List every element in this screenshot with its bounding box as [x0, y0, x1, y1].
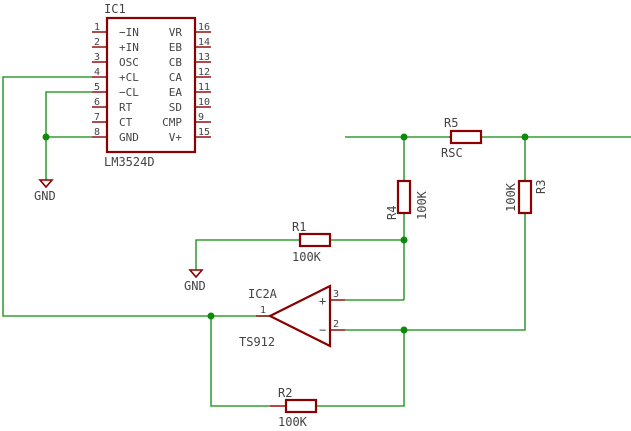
- ic1-pin-number-15: 15: [198, 127, 210, 138]
- junction-dot: [400, 133, 408, 141]
- ic1-pin-number-16: 16: [198, 22, 210, 33]
- ic1-pin-name-8: GND: [119, 131, 139, 144]
- resistor-r3: 100K R3: [504, 179, 548, 215]
- ic1-pin-name-16: VR: [169, 26, 183, 39]
- r5-body: [449, 129, 483, 145]
- ic1-pin-name-9: CMP: [162, 116, 182, 129]
- ic1-pin-number-9: 9: [198, 112, 204, 123]
- ic1-body: [105, 16, 197, 154]
- junction-dot: [207, 312, 215, 320]
- r1-ref: R1: [292, 220, 306, 234]
- ground-icon: [188, 269, 204, 279]
- r1-body: [298, 232, 332, 248]
- ic1-pin-name-4: +CL: [119, 71, 139, 84]
- ic1-pin-name-7: CT: [119, 116, 133, 129]
- ic1-pin-number-4: 4: [94, 67, 100, 78]
- junctions: [42, 133, 529, 334]
- ic1-pin-name-6: RT: [119, 101, 133, 114]
- r5-ref: R5: [444, 116, 458, 130]
- ic1-right-pins: 16 VR 14 EB 13 CB 12 CA 11 EA 10 SD 9 CMP 15 V+: [162, 22, 211, 144]
- ic1-pin-name-12: CA: [169, 71, 183, 84]
- opamp-minus-sign: −: [319, 323, 326, 337]
- ic1-pin-number-11: 11: [198, 82, 210, 93]
- resistor-r2: R2 100K: [270, 386, 318, 429]
- ic1-pin-name-2: +IN: [119, 41, 139, 54]
- gnd-label: GND: [184, 279, 206, 293]
- ic1-pin-number-14: 14: [198, 37, 210, 48]
- r4-value: 100K: [415, 190, 429, 220]
- wire-feedback-left: [210, 316, 270, 407]
- wire-r3-to-minus-node: [404, 213, 526, 331]
- ic1-pin-number-10: 10: [198, 97, 210, 108]
- ic1-pin-number-1: 1: [94, 22, 100, 33]
- junction-dot: [521, 133, 529, 141]
- r2-value: 100K: [278, 415, 308, 429]
- junction-dot: [42, 133, 50, 141]
- gnd-symbol-left: GND: [34, 179, 56, 203]
- opamp-pin-1: 1: [260, 305, 266, 316]
- opamp-plus-sign: +: [319, 294, 326, 308]
- gnd-symbol-r1: GND: [184, 269, 206, 293]
- ic1-pin-name-13: CB: [169, 56, 183, 69]
- opamp-triangle: [267, 284, 332, 348]
- ground-icon: [38, 179, 54, 189]
- junction-dot: [400, 326, 408, 334]
- r5-value: RSC: [441, 146, 463, 160]
- ic1-pin-number-7: 7: [94, 112, 100, 123]
- ic1-pin-number-6: 6: [94, 97, 100, 108]
- opamp-pin-2: 2: [333, 319, 339, 330]
- wire-r1-to-gnd: [195, 239, 300, 270]
- ic1-left-pins: 1 −IN 2 +IN 3 OSC 4 +CL 5 −CL 6 RT 7 CT 8 GND: [92, 22, 139, 144]
- ic1-pin-number-12: 12: [198, 67, 210, 78]
- ic1-pin-name-15: V+: [169, 131, 183, 144]
- r2-body: [284, 398, 318, 414]
- ic1-value: LM3524D: [104, 155, 155, 169]
- ic1-lm3524d: IC1 LM3524D 1 −IN 2 +IN 3 OSC 4 +CL 5 −CL 6 RT 7 CT 8 G…: [92, 2, 211, 169]
- wire-feedback-right: [316, 330, 405, 407]
- gnd-label: GND: [34, 189, 56, 203]
- junction-dot: [400, 236, 408, 244]
- r2-ref: R2: [278, 386, 292, 400]
- r1-value: 100K: [292, 250, 322, 264]
- ic1-pin-name-11: EA: [169, 86, 183, 99]
- opamp-pin-3: 3: [333, 289, 339, 300]
- opamp-ic2a: + − 3 2 1 IC2A TS912: [239, 284, 345, 349]
- opamp-value: TS912: [239, 335, 275, 349]
- ic1-pin-number-5: 5: [94, 82, 100, 93]
- ic1-pin-number-8: 8: [94, 127, 100, 138]
- ic1-pin-number-13: 13: [198, 52, 210, 63]
- ic1-pin-number-3: 3: [94, 52, 100, 63]
- r3-value: 100K: [504, 182, 518, 212]
- opamp-ref: IC2A: [248, 287, 278, 301]
- ic1-pin-number-2: 2: [94, 37, 100, 48]
- resistor-r4: R4 100K: [385, 179, 429, 220]
- ic1-pin-name-5: −CL: [119, 86, 139, 99]
- resistor-r5: R5 RSC: [441, 116, 483, 160]
- ic1-pin-name-1: −IN: [119, 26, 139, 39]
- wire-cl-plus-to-opamp-output: [2, 76, 270, 317]
- ic1-pin-name-10: SD: [169, 101, 182, 114]
- resistor-r1: R1 100K: [292, 220, 332, 264]
- r4-ref: R4: [385, 206, 399, 220]
- r4-body: [396, 179, 412, 215]
- wires: [2, 76, 631, 407]
- ic1-pin-name-3: OSC: [119, 56, 139, 69]
- wire-cl-minus-to-gnd: [45, 91, 92, 180]
- ic1-ref: IC1: [104, 2, 126, 16]
- r3-ref: R3: [534, 180, 548, 194]
- r3-body: [517, 179, 533, 215]
- ic1-pin-name-14: EB: [169, 41, 183, 54]
